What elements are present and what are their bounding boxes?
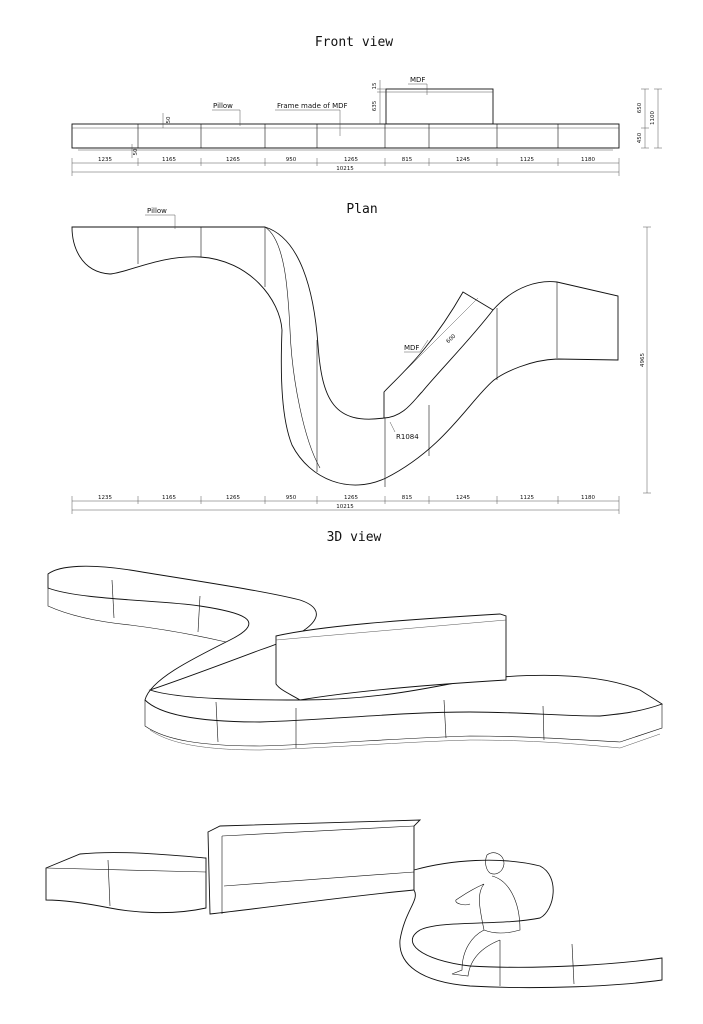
plan-depth: 4965	[640, 353, 646, 367]
front-lower-height: 450	[637, 132, 643, 143]
plan-inner-curve	[264, 226, 321, 469]
iso-top-segment-lines	[111, 579, 545, 748]
iso-view-top	[47, 565, 664, 751]
plan-dim-9: 1180	[581, 495, 595, 501]
front-dim-6: 815	[402, 157, 413, 163]
front-total-length: 10215	[336, 166, 354, 172]
person-torso	[455, 875, 521, 934]
iso-bottom-right-bench	[399, 859, 663, 989]
front-mdf-panel	[385, 88, 494, 125]
plan-mdf-panel	[383, 291, 494, 418]
plan-view: Pillow MDF 600 R1084 4965 1235 1165 1265…	[71, 207, 651, 514]
plan-dim-7: 1245	[456, 495, 470, 501]
iso-top-mdf-block	[275, 613, 507, 701]
front-mdf-label: MDF	[410, 76, 425, 84]
iso-bottom-left-bench	[45, 852, 207, 914]
front-view: MDF Pillow Frame made of MDF 50 50 15 63…	[71, 76, 662, 176]
plan-title: Plan	[346, 202, 377, 217]
front-pillow-label: Pillow	[213, 102, 233, 110]
plan-dim-3: 1265	[226, 495, 240, 501]
plan-dim-2: 1165	[162, 495, 176, 501]
plan-dim-6: 815	[402, 495, 413, 501]
front-upper-height: 650	[637, 102, 643, 113]
front-mdf-height: 635	[372, 100, 378, 111]
plan-segment-lines	[137, 227, 558, 487]
front-dim-1: 1235	[98, 157, 112, 163]
front-dim-5: 1265	[344, 157, 358, 163]
front-dim-2: 1165	[162, 157, 176, 163]
view3d-title: 3D view	[327, 530, 382, 545]
plan-dim-1: 1235	[98, 495, 112, 501]
iso-top-front-face	[47, 588, 227, 643]
iso-top-lower-face	[144, 700, 663, 747]
plan-dim-4: 950	[286, 495, 297, 501]
front-total-height: 1100	[650, 111, 656, 125]
front-view-title: Front view	[315, 35, 393, 50]
plan-total-length: 10215	[336, 504, 354, 510]
front-dim-9: 1180	[581, 157, 595, 163]
plan-bench-outline	[71, 226, 619, 486]
front-dim-7: 1245	[456, 157, 470, 163]
front-base-height: 50	[133, 148, 139, 155]
iso-top-seat	[47, 565, 664, 723]
person-leg	[451, 929, 501, 977]
plan-dim-5: 1265	[344, 495, 358, 501]
iso-view-bottom	[45, 819, 663, 989]
plan-radius-label: R1084	[396, 433, 419, 441]
plan-dim-8: 1125	[520, 495, 534, 501]
front-dim-3: 1265	[226, 157, 240, 163]
front-dim-8: 1125	[520, 157, 534, 163]
front-mdf-top: 15	[372, 82, 378, 89]
front-dim-4: 950	[286, 157, 297, 163]
front-bench-body	[71, 123, 620, 149]
plan-mdf-width: 600	[445, 333, 457, 345]
plan-pillow-label: Pillow	[147, 207, 167, 215]
front-frame-label: Frame made of MDF	[277, 102, 348, 110]
front-pillow-height: 50	[166, 116, 172, 123]
person-head	[485, 852, 505, 875]
plan-mdf-label: MDF	[404, 344, 419, 352]
iso-bottom-mdf-backrest	[207, 819, 422, 915]
front-segment-dividers	[137, 124, 559, 148]
